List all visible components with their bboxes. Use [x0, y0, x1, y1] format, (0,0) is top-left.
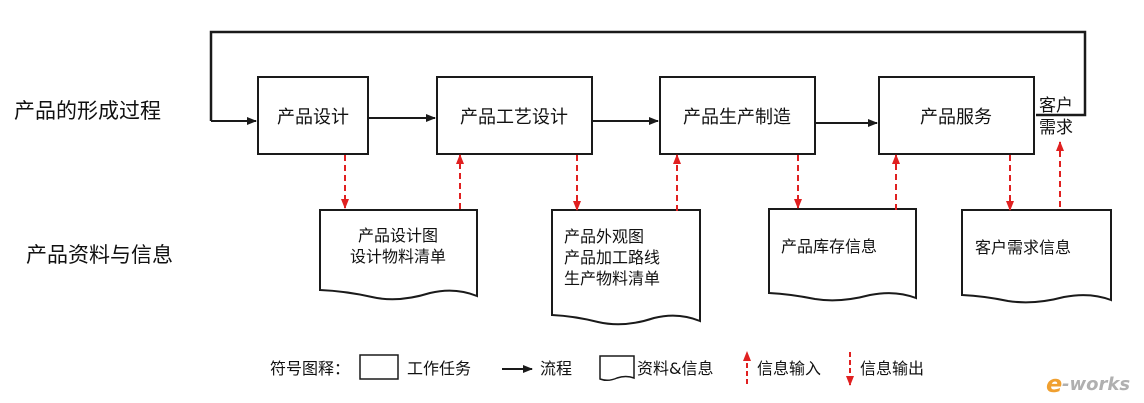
task-label-service: 产品服务 — [920, 107, 992, 128]
document-process-line2: 产品加工路线 — [564, 248, 660, 267]
legend-title: 符号图释： — [270, 359, 350, 378]
legend-task-symbol — [359, 354, 399, 380]
task-label-manufacture: 产品生产制造 — [683, 107, 791, 128]
watermark-first: e — [1046, 370, 1062, 398]
legend-output-label: 信息输出 — [860, 359, 924, 378]
watermark-rest: -works — [1062, 374, 1130, 395]
row-label-info: 产品资料与信息 — [26, 243, 173, 267]
task-box-service: 产品服务 — [878, 76, 1035, 155]
feedback-loop-line — [209, 30, 1087, 121]
row-label-process: 产品的形成过程 — [14, 99, 161, 123]
customer-label-line1: 客户 — [1039, 96, 1073, 116]
document-process-line3: 生产物料清单 — [564, 269, 660, 288]
document-design-line2: 设计物料清单 — [350, 247, 446, 266]
legend-input-label: 信息输入 — [757, 359, 821, 378]
legend-document-label: 资料&信息 — [637, 359, 713, 378]
task-box-manufacture: 产品生产制造 — [659, 76, 816, 155]
legend-task-label: 工作任务 — [407, 359, 471, 378]
legend-flow-label: 流程 — [540, 359, 572, 378]
document-design-line1: 产品设计图 — [358, 226, 438, 245]
task-box-design: 产品设计 — [257, 76, 369, 155]
task-label-design: 产品设计 — [277, 107, 349, 128]
legend: 符号图释： 工作任务 流程 资料&信息 信息输入 信息输出 — [270, 351, 924, 386]
document-inventory-line1: 产品库存信息 — [781, 237, 877, 256]
task-label-process-design: 产品工艺设计 — [460, 107, 568, 128]
task-box-process-design: 产品工艺设计 — [436, 76, 593, 155]
document-customer-line1: 客户需求信息 — [975, 238, 1071, 257]
e-works-watermark: e -works — [1046, 370, 1130, 398]
document-process-line1: 产品外观图 — [564, 227, 644, 246]
document-customer: 客户需求信息 — [961, 209, 1112, 304]
document-inventory: 产品库存信息 — [768, 208, 917, 302]
customer-label-line2: 需求 — [1039, 118, 1073, 138]
document-design: 产品设计图 设计物料清单 — [319, 209, 478, 301]
legend-document-symbol — [599, 355, 635, 382]
document-process: 产品外观图 产品加工路线 生产物料清单 — [551, 209, 701, 326]
